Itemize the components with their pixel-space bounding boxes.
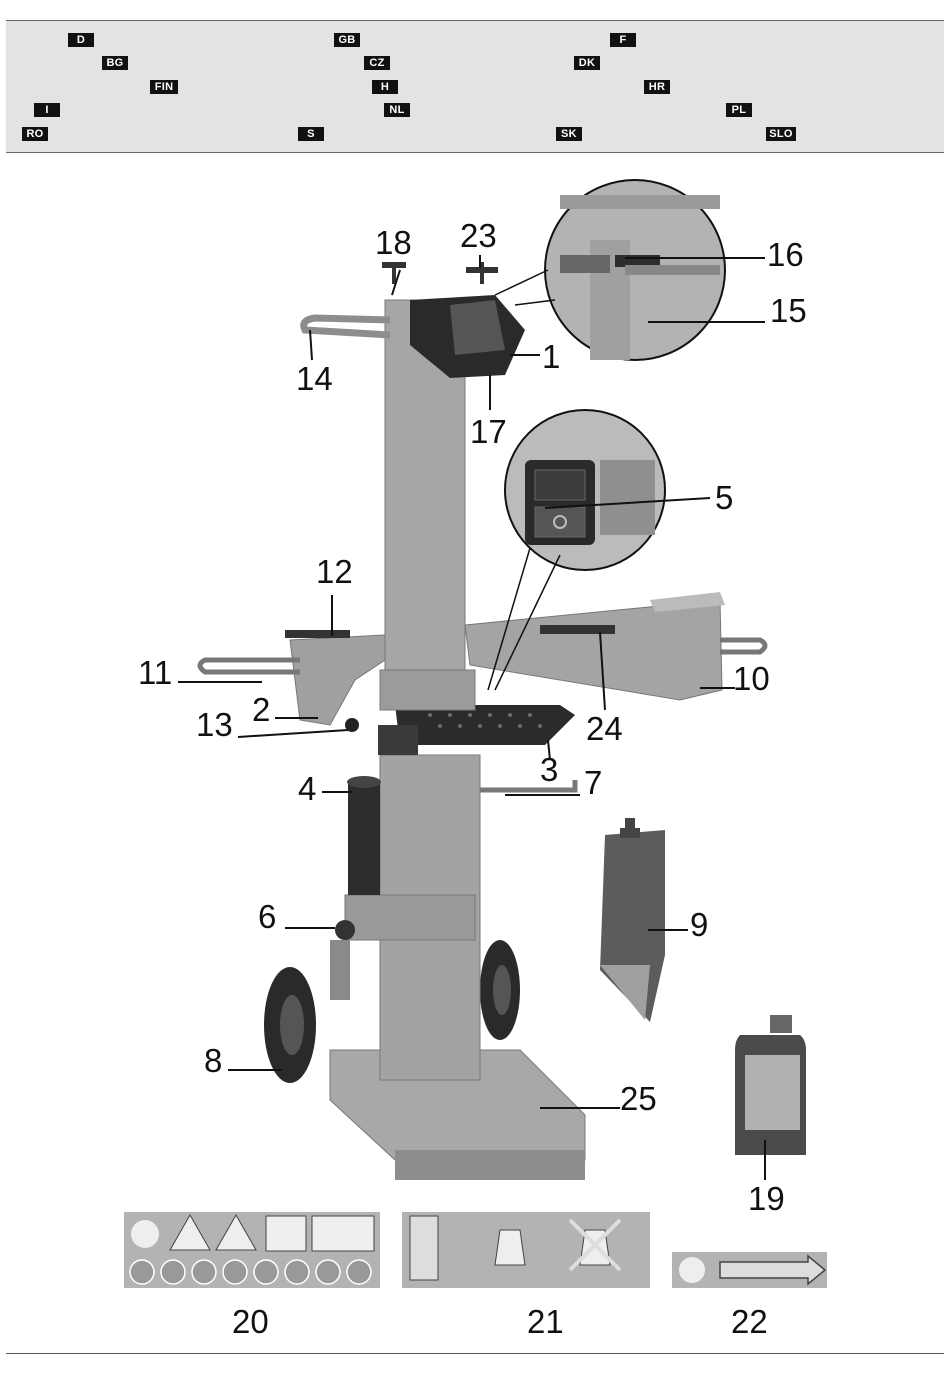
callout-7: 7 (584, 766, 602, 799)
callout-18: 18 (375, 226, 412, 259)
bottom-rule (6, 1353, 944, 1354)
callout-1: 1 (542, 340, 560, 373)
callout-13: 13 (196, 708, 233, 741)
callout-11: 11 (138, 656, 172, 689)
callout-25: 25 (620, 1082, 657, 1115)
callout-16: 16 (767, 238, 804, 271)
callout-5: 5 (715, 481, 733, 514)
base-plate-front (395, 1150, 585, 1180)
motor (348, 780, 380, 895)
oil-knob (335, 920, 355, 940)
callout-14: 14 (296, 362, 333, 395)
callout-4: 4 (298, 772, 316, 805)
sticker-operation (402, 1212, 650, 1288)
callout-24: 24 (586, 712, 623, 745)
left-arm (290, 635, 385, 725)
callout-8: 8 (204, 1044, 222, 1077)
callout-17: 17 (470, 415, 507, 448)
callout-10: 10 (733, 662, 770, 695)
callout-2: 2 (252, 693, 270, 726)
callout-21: 21 (527, 1305, 564, 1338)
callout-6: 6 (258, 900, 276, 933)
callout-9: 9 (690, 908, 708, 941)
callout-23: 23 (460, 219, 497, 252)
callout-20: 20 (232, 1305, 269, 1338)
callout-22: 22 (731, 1305, 768, 1338)
splitting-table (395, 705, 575, 745)
callout-12: 12 (316, 555, 353, 588)
callout-15: 15 (770, 294, 807, 327)
right-arm (465, 600, 722, 700)
callout-3: 3 (540, 753, 558, 786)
callout-19: 19 (748, 1182, 785, 1215)
